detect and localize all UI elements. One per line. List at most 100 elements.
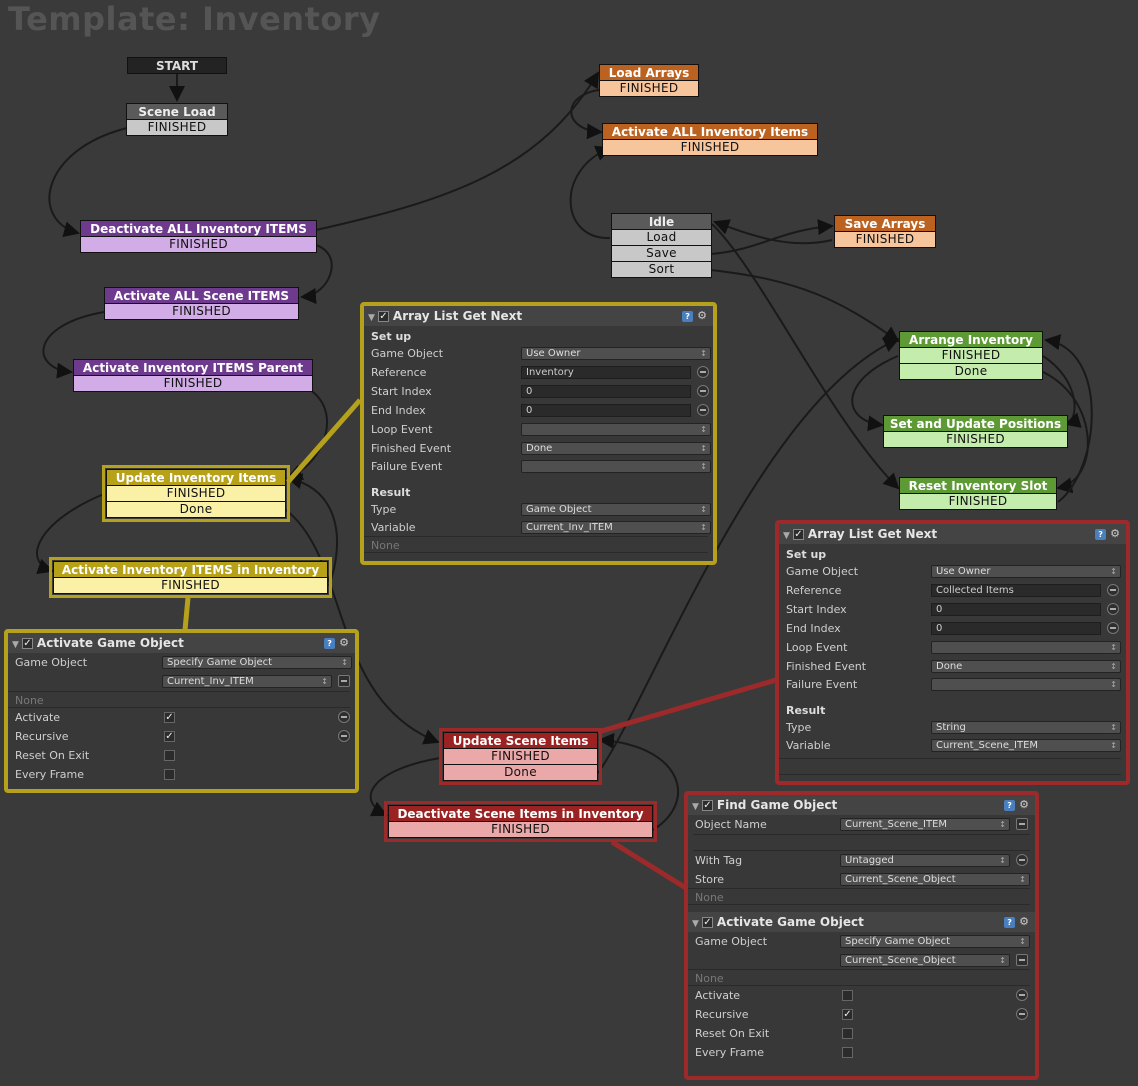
event-done[interactable]: Done [899,364,1043,380]
collapse-triangle-icon[interactable]: ▼ [692,919,699,929]
event-finished[interactable]: FINISHED [899,348,1043,364]
variable-toggle-icon[interactable] [1107,584,1119,596]
help-icon[interactable]: ? [1095,529,1107,540]
variable-toggle-icon[interactable] [697,366,709,378]
collapse-triangle-icon[interactable]: ▼ [368,313,375,323]
variable-toggle-icon[interactable] [1016,954,1028,966]
reset-on-exit-checkbox[interactable] [842,1028,853,1039]
action-header[interactable]: ▼✓Find Game Object ?⚙ [688,795,1035,815]
enable-checkbox[interactable]: ✓ [701,917,713,928]
collapse-triangle-icon[interactable]: ▼ [692,802,699,812]
state-set-update-positions[interactable]: Set and Update Positions FINISHED [883,415,1068,448]
state-activate-parent[interactable]: Activate Inventory ITEMS Parent FINISHED [73,359,313,392]
start-index-field[interactable]: 0 [931,603,1101,616]
variable-dropdown[interactable]: Current_Inv_ITEM [521,521,711,534]
variable-toggle-icon[interactable] [338,675,350,687]
store-dropdown[interactable]: Current_Scene_Object [840,873,1030,886]
every-frame-checkbox[interactable] [164,769,175,780]
event-finished[interactable]: FINISHED [104,304,299,320]
failure-event-dropdown[interactable] [931,678,1121,691]
action-header[interactable]: ▼✓Array List Get Next ?⚙ [364,306,713,326]
enable-checkbox[interactable]: ✓ [792,529,804,540]
event-finished[interactable]: FINISHED [73,376,313,392]
type-dropdown[interactable]: Game Object [521,503,711,516]
variable-toggle-icon[interactable] [338,730,350,742]
enable-checkbox[interactable]: ✓ [377,311,389,322]
event-done[interactable]: Done [443,765,598,781]
event-finished[interactable]: FINISHED [80,237,317,253]
gear-icon[interactable]: ⚙ [339,636,349,649]
state-deactivate-all-inventory[interactable]: Deactivate ALL Inventory ITEMS FINISHED [80,220,317,253]
gear-icon[interactable]: ⚙ [697,309,707,322]
state-scene-load[interactable]: Scene Load FINISHED [126,103,228,136]
help-icon[interactable]: ? [1004,800,1016,811]
action-header[interactable]: ▼✓Activate Game Object ?⚙ [8,633,355,653]
state-save-arrays[interactable]: Save Arrays FINISHED [834,215,936,248]
enable-checkbox[interactable]: ✓ [21,638,33,649]
state-arrange-inventory[interactable]: Arrange Inventory FINISHED Done [899,331,1043,380]
variable-toggle-icon[interactable] [1016,854,1028,866]
game-object-dropdown[interactable]: Use Owner [521,347,711,360]
state-start[interactable]: START [127,57,227,74]
state-deactivate-scene-items[interactable]: Deactivate Scene Items in Inventory FINI… [384,801,657,842]
event-finished[interactable]: FINISHED [126,120,228,136]
collapse-triangle-icon[interactable]: ▼ [783,531,790,541]
event-done[interactable]: Done [106,502,286,518]
reference-field[interactable]: Inventory [521,366,691,379]
end-index-field[interactable]: 0 [931,622,1101,635]
help-icon[interactable]: ? [1004,917,1016,928]
state-activate-all-inventory-items[interactable]: Activate ALL Inventory Items FINISHED [602,123,818,156]
failure-event-dropdown[interactable] [521,460,711,473]
event-finished[interactable]: FINISHED [443,749,598,765]
collapse-triangle-icon[interactable]: ▼ [12,640,19,650]
event-finished[interactable]: FINISHED [388,822,653,838]
event-finished[interactable]: FINISHED [899,494,1057,510]
action-header[interactable]: ▼✓Activate Game Object ?⚙ [688,912,1035,932]
event-finished[interactable]: FINISHED [602,140,818,156]
variable-toggle-icon[interactable] [338,711,350,723]
gear-icon[interactable]: ⚙ [1110,527,1120,540]
recursive-checkbox[interactable]: ✓ [164,731,175,742]
end-index-field[interactable]: 0 [521,404,691,417]
variable-toggle-icon[interactable] [1016,1008,1028,1020]
loop-event-dropdown[interactable] [521,423,711,436]
gear-icon[interactable]: ⚙ [1019,798,1029,811]
state-load-arrays[interactable]: Load Arrays FINISHED [599,64,699,97]
object-name-dropdown[interactable]: Current_Scene_ITEM [840,818,1010,831]
event-finished[interactable]: FINISHED [834,232,936,248]
finished-event-dropdown[interactable]: Done [931,660,1121,673]
state-update-inventory-items[interactable]: Update Inventory Items FINISHED Done [102,465,290,522]
finished-event-dropdown[interactable]: Done [521,442,711,455]
reference-field[interactable]: Collected Items [931,584,1101,597]
variable-toggle-icon[interactable] [1107,622,1119,634]
state-activate-all-scene[interactable]: Activate ALL Scene ITEMS FINISHED [104,287,299,320]
every-frame-checkbox[interactable] [842,1047,853,1058]
variable-toggle-icon[interactable] [697,404,709,416]
game-object-dropdown[interactable]: Specify Game Object [840,935,1030,948]
gear-icon[interactable]: ⚙ [1019,915,1029,928]
enable-checkbox[interactable]: ✓ [701,800,713,811]
action-header[interactable]: ▼✓Array List Get Next ?⚙ [779,524,1126,544]
game-object-variable-dropdown[interactable]: Current_Inv_ITEM [162,675,332,688]
recursive-checkbox[interactable]: ✓ [842,1009,853,1020]
variable-toggle-icon[interactable] [1016,818,1028,830]
reset-on-exit-checkbox[interactable] [164,750,175,761]
activate-checkbox[interactable]: ✓ [164,712,175,723]
event-sort[interactable]: Sort [611,262,712,278]
game-object-dropdown[interactable]: Specify Game Object [162,656,352,669]
event-save[interactable]: Save [611,246,712,262]
state-activate-in-inventory[interactable]: Activate Inventory ITEMS in Inventory FI… [49,557,332,598]
event-finished[interactable]: FINISHED [106,486,286,502]
type-dropdown[interactable]: String [931,721,1121,734]
object-name-text-field[interactable] [693,834,1030,851]
start-index-field[interactable]: 0 [521,385,691,398]
event-load[interactable]: Load [611,230,712,246]
state-update-scene-items[interactable]: Update Scene Items FINISHED Done [439,728,602,785]
variable-toggle-icon[interactable] [1107,603,1119,615]
event-finished[interactable]: FINISHED [883,432,1068,448]
event-finished[interactable]: FINISHED [599,81,699,97]
state-reset-inventory-slot[interactable]: Reset Inventory Slot FINISHED [899,477,1057,510]
game-object-dropdown[interactable]: Use Owner [931,565,1121,578]
variable-toggle-icon[interactable] [1016,989,1028,1001]
